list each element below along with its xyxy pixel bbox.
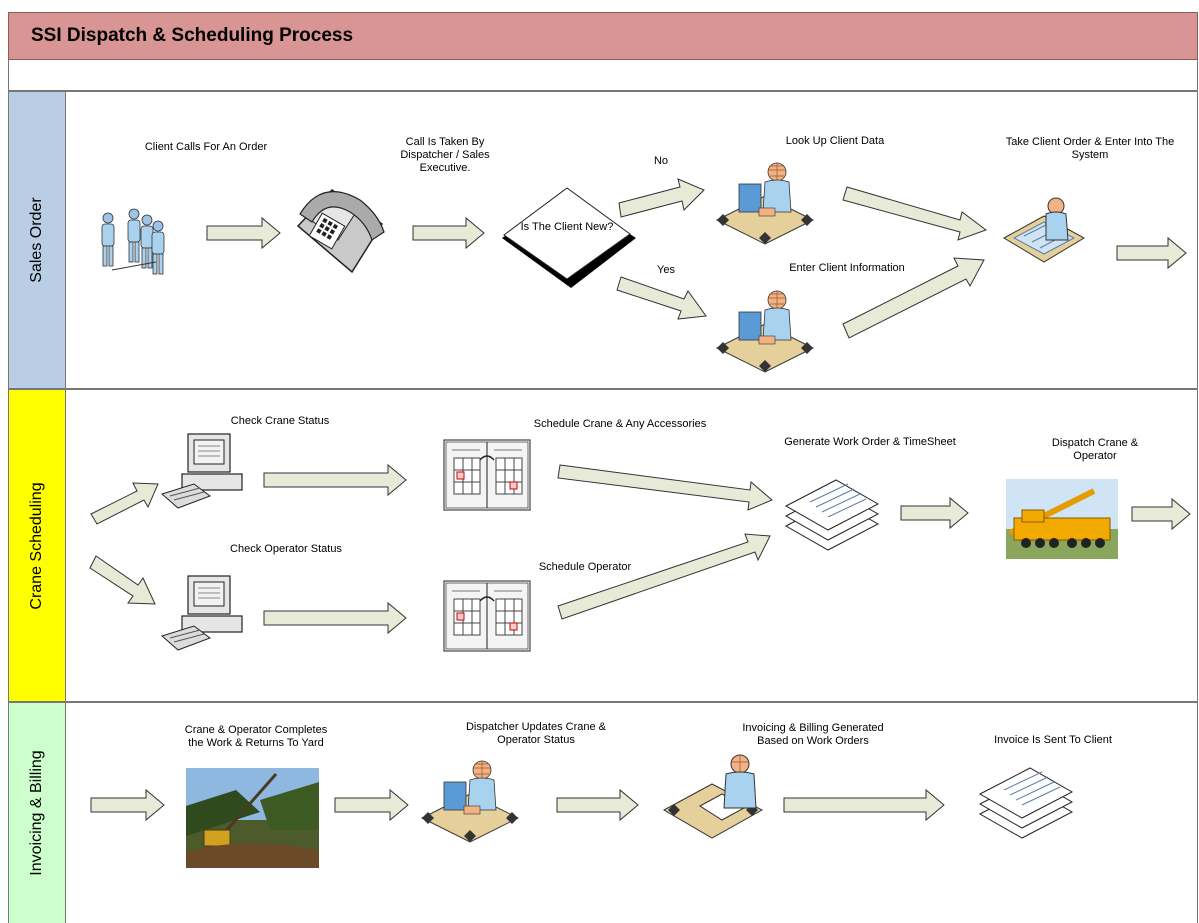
schedule-operator-planner-icon xyxy=(443,580,531,652)
enter-info-worker-icon xyxy=(716,290,814,373)
arrow-yes xyxy=(616,276,707,320)
schedule-crane-planner-icon xyxy=(443,439,531,511)
arrow-invoice-in xyxy=(90,788,165,822)
label-schedule-operator: Schedule Operator xyxy=(538,561,632,573)
arrow-2 xyxy=(412,216,485,250)
arrow-1 xyxy=(206,216,281,250)
lane-header-crane: Crane Scheduling xyxy=(9,390,66,701)
label-schedule-crane: Schedule Crane & Any Accessories xyxy=(533,418,707,430)
label-check-operator: Check Operator Status xyxy=(230,543,342,555)
label-client-calls: Client Calls For An Order xyxy=(144,141,268,153)
label-updates-status: Dispatcher Updates Crane & Operator Stat… xyxy=(465,721,606,746)
title-bar: SSI Dispatch & Scheduling Process xyxy=(8,12,1198,60)
work-site-photo xyxy=(186,768,319,868)
label-call-taken: Call Is Taken By Dispatcher / Sales Exec… xyxy=(400,136,490,174)
arrow-updates-to-billing xyxy=(556,788,639,822)
arrow-enter-to-order xyxy=(842,257,985,339)
arrow-operator-status-to-schedule xyxy=(263,601,407,635)
work-order-documents-icon xyxy=(785,479,879,551)
arrow-no xyxy=(618,178,705,218)
label-enter-info: Enter Client Information xyxy=(789,262,905,274)
label-billing: Invoicing & Billing Generated Based on W… xyxy=(742,722,884,747)
arrow-to-operator-status xyxy=(89,555,156,605)
label-branch-no: No xyxy=(653,155,669,167)
decision-shape xyxy=(502,187,636,288)
invoice-documents-icon xyxy=(979,767,1073,839)
arrow-operator-to-workorder xyxy=(557,533,771,620)
label-invoice-sent: Invoice Is Sent To Client xyxy=(994,734,1112,746)
billing-worker-icon xyxy=(662,754,764,839)
crane-photo xyxy=(1006,479,1118,559)
lookup-worker-icon xyxy=(716,162,814,245)
crane-status-computer-icon xyxy=(161,433,243,509)
label-dispatch: Dispatch Crane & Operator xyxy=(1051,437,1139,462)
label-lookup: Look Up Client Data xyxy=(785,135,885,147)
telephone-icon xyxy=(296,189,385,274)
arrow-crane-out xyxy=(1131,497,1191,531)
client-group-icon xyxy=(101,208,165,275)
page-title: SSI Dispatch & Scheduling Process xyxy=(31,25,354,46)
lane-header-sales: Sales Order xyxy=(9,92,66,388)
arrow-workorder-to-dispatch xyxy=(900,496,969,530)
lane-header-invoice: Invoicing & Billing xyxy=(9,703,66,923)
label-branch-yes: Yes xyxy=(657,264,675,276)
arrow-to-crane-status xyxy=(90,482,159,525)
dispatcher-update-worker-icon xyxy=(421,760,519,843)
operator-status-computer-icon xyxy=(161,575,243,651)
arrow-billing-to-sent xyxy=(783,788,945,822)
arrow-site-to-updates xyxy=(334,788,409,822)
label-work-order: Generate Work Order & TimeSheet xyxy=(784,436,956,448)
label-check-crane: Check Crane Status xyxy=(230,415,330,427)
header-spacer xyxy=(8,60,1198,91)
label-take-order: Take Client Order & Enter Into The Syste… xyxy=(1005,136,1175,161)
arrow-crane-status-to-schedule xyxy=(263,463,407,497)
arrow-sales-out xyxy=(1116,236,1187,270)
label-completes-work: Crane & Operator Completes the Work & Re… xyxy=(184,724,328,749)
label-decision: Is The Client New? xyxy=(520,221,614,233)
arrow-crane-to-workorder xyxy=(557,464,773,511)
arrow-lookup-to-order xyxy=(842,186,988,241)
order-entry-icon xyxy=(1002,197,1086,263)
